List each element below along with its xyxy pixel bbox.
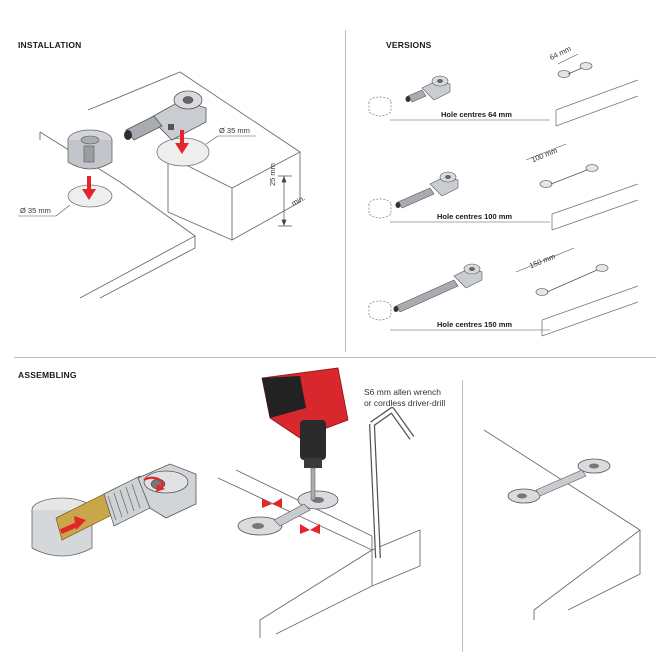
horizontal-panel — [87, 71, 301, 241]
drill-icon — [261, 367, 349, 501]
version-row-100 — [368, 143, 639, 231]
tool-note-line-2: or cordless driver-drill — [364, 398, 446, 408]
connector-plate-drill — [237, 490, 339, 536]
assembling-title: ASSEMBLING — [18, 370, 77, 380]
board-sketch-64 — [555, 53, 639, 127]
diameter-label-right: Ø 35 mm — [219, 126, 250, 135]
version-caption-150: Hole centres 150 mm — [437, 320, 513, 329]
connector-bolt-long — [393, 263, 483, 313]
vertical-divider-top — [345, 30, 346, 352]
horizontal-divider — [14, 357, 656, 358]
red-arrow-markers — [262, 498, 320, 534]
thickness-value: 25 mm — [268, 163, 277, 186]
diameter-leader-lines — [18, 135, 256, 217]
installation-title: INSTALLATION — [18, 40, 82, 50]
cam-housing — [67, 129, 113, 170]
board-sketch-150 — [515, 247, 639, 337]
installation-illustration — [18, 71, 301, 299]
connector-cutaway — [31, 463, 197, 557]
connector-bolt-medium — [395, 171, 459, 209]
connector-bolt-short — [405, 75, 451, 103]
red-arrow-down-left — [82, 176, 96, 200]
connector-plate-finished — [507, 458, 611, 504]
version-row-64 — [368, 53, 639, 127]
cam-housing-small — [368, 96, 392, 117]
version-caption-64: Hole centres 64 mm — [441, 110, 512, 119]
red-arrow-down-right — [175, 130, 189, 154]
tool-note-line-1: S6 mm allen wrench — [364, 387, 442, 397]
cam-housing-small — [368, 198, 392, 219]
vertical-divider-bottom — [462, 380, 463, 652]
versions-title: VERSIONS — [386, 40, 432, 50]
connector-bolt — [124, 90, 207, 141]
cam-housing-small — [368, 300, 392, 321]
version-caption-100: Hole centres 100 mm — [437, 212, 513, 221]
assembling-illustration — [31, 367, 641, 638]
version-row-150 — [368, 247, 639, 337]
versions-illustration — [368, 53, 639, 337]
allen-wrench-icon — [369, 407, 415, 559]
thickness-label: 25 mm — [268, 163, 277, 186]
board-sketch-100 — [525, 143, 639, 231]
thickness-dimension — [278, 175, 292, 227]
board-with-drill — [217, 469, 421, 638]
diameter-label-left: Ø 35 mm — [20, 206, 51, 215]
finished-joint-board — [483, 429, 641, 620]
tool-note: S6 mm allen wrench or cordless driver-dr… — [364, 387, 445, 409]
